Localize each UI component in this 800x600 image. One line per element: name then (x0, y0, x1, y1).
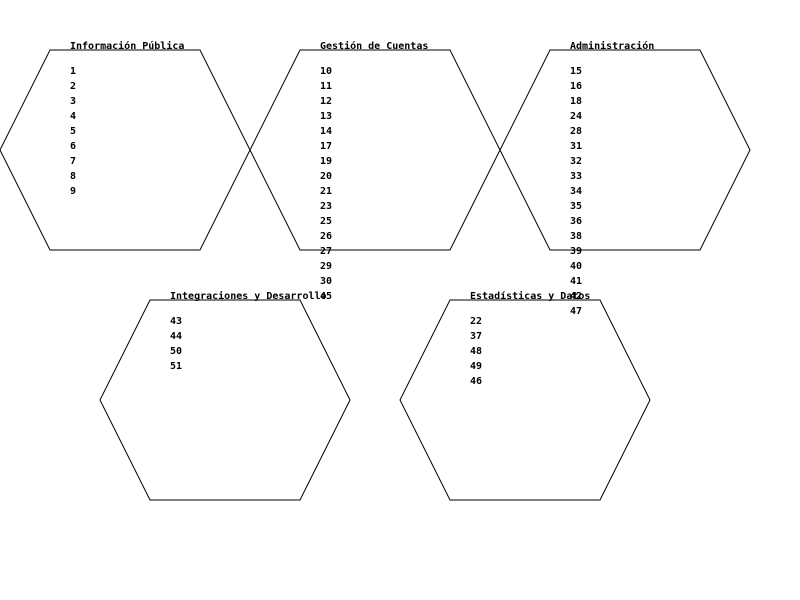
group-item: 18 (570, 96, 582, 107)
group-item: 40 (570, 261, 582, 272)
group-item: 41 (570, 276, 582, 287)
group-item: 45 (320, 291, 332, 302)
group-item: 27 (320, 246, 332, 257)
hexagon-estadisticas-y-datos (399, 299, 651, 501)
group-item: 51 (170, 361, 182, 372)
group-item: 19 (320, 156, 332, 167)
group-item: 36 (570, 216, 582, 227)
hexagon-administracion (499, 49, 751, 251)
group-item: 9 (70, 186, 76, 197)
group-item: 16 (570, 81, 582, 92)
group-item: 6 (70, 141, 76, 152)
group-administracion: Administración 15 16 18 24 28 31 32 33 34 35 36 38 3… (499, 40, 751, 317)
group-item: 33 (570, 171, 582, 182)
group-item: 29 (320, 261, 332, 272)
group-item: 42 (570, 291, 582, 302)
group-item: 48 (470, 346, 482, 357)
group-gestion-de-cuentas: Gestión de Cuentas 10 11 12 13 14 17 19 20 21 23 2… (249, 40, 501, 302)
group-item: 15 (570, 66, 582, 77)
group-item: 4 (70, 111, 76, 122)
group-item: 13 (320, 111, 332, 122)
group-title: Administración (570, 40, 654, 52)
group-item: 43 (170, 316, 182, 327)
group-item: 25 (320, 216, 332, 227)
group-item: 34 (570, 186, 582, 197)
group-item: 44 (170, 331, 182, 342)
hexagon-informacion-publica (0, 49, 251, 251)
group-item: 1 (70, 66, 76, 77)
group-item: 50 (170, 346, 182, 357)
group-item: 8 (70, 171, 76, 182)
group-item: 17 (320, 141, 332, 152)
group-title: Estadísticas y Datos (470, 290, 590, 302)
group-item: 23 (320, 201, 332, 212)
group-integraciones-y-desarrollo: Integraciones y Desarrollo 43 44 50 51 (99, 290, 351, 501)
group-item: 35 (570, 201, 582, 212)
group-title: Integraciones y Desarrollo (170, 290, 327, 302)
group-item: 14 (320, 126, 332, 137)
group-item: 38 (570, 231, 582, 242)
group-item: 26 (320, 231, 332, 242)
group-item: 39 (570, 246, 582, 257)
group-item: 46 (470, 376, 482, 387)
group-item: 22 (470, 316, 482, 327)
group-item: 21 (320, 186, 332, 197)
group-item: 11 (320, 81, 332, 92)
group-item: 32 (570, 156, 582, 167)
group-item: 5 (70, 126, 76, 137)
group-item: 7 (70, 156, 76, 167)
group-item: 24 (570, 111, 582, 122)
group-item: 3 (70, 96, 76, 107)
group-item: 12 (320, 96, 332, 107)
group-item: 49 (470, 361, 482, 372)
group-title: Información Pública (70, 40, 184, 52)
group-item: 28 (570, 126, 582, 137)
hexagon-gestion-de-cuentas (249, 49, 501, 251)
group-item: 30 (320, 276, 332, 287)
group-item: 2 (70, 81, 76, 92)
group-item: 47 (570, 306, 582, 317)
group-item: 20 (320, 171, 332, 182)
hexagon-integraciones-y-desarrollo (99, 299, 351, 501)
group-informacion-publica: Información Pública 1 2 3 4 5 6 7 8 9 (0, 40, 251, 251)
group-title: Gestión de Cuentas (320, 40, 428, 52)
group-item: 31 (570, 141, 582, 152)
group-estadisticas-y-datos: Estadísticas y Datos 22 37 48 49 46 (399, 290, 651, 501)
group-item: 10 (320, 66, 332, 77)
group-item: 37 (470, 331, 482, 342)
